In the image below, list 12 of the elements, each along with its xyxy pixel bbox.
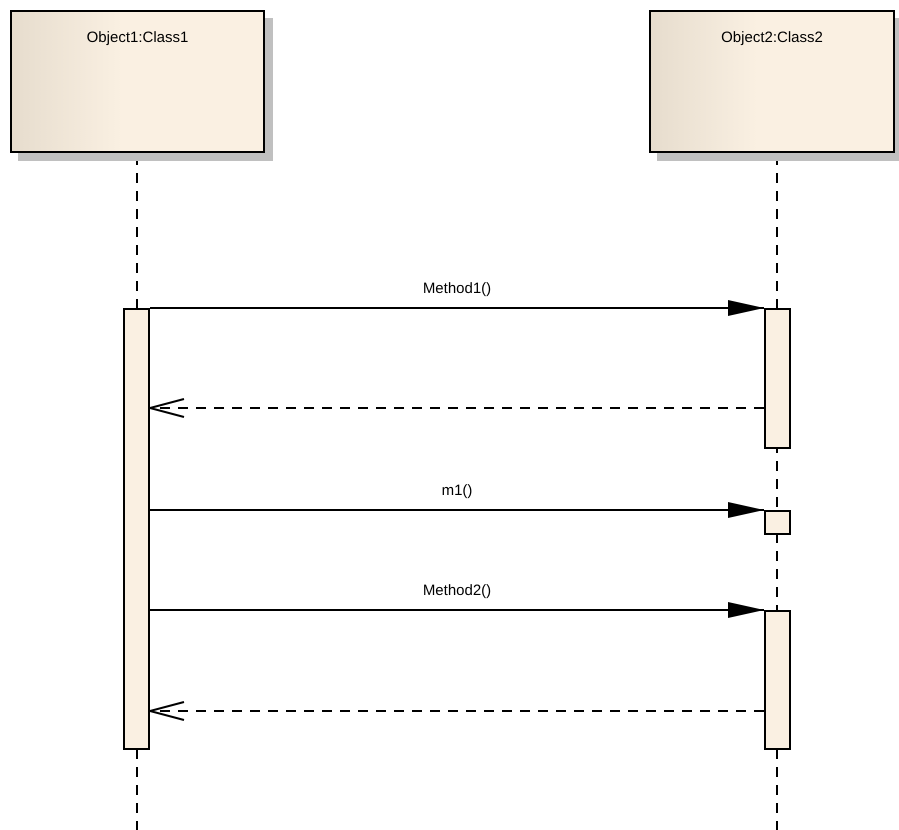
activation-box <box>764 610 791 750</box>
message-arrow <box>150 502 764 518</box>
message-arrow <box>150 602 764 618</box>
activation-box <box>764 308 791 449</box>
message-arrow <box>149 701 764 721</box>
activation-box <box>123 308 150 750</box>
message-arrow <box>149 398 764 418</box>
object-label: Object2:Class2 <box>721 29 823 46</box>
edge-label: m1() <box>440 482 474 499</box>
object-label: Object1:Class1 <box>86 29 188 46</box>
activation-box <box>764 510 791 535</box>
message-arrow <box>150 300 764 316</box>
